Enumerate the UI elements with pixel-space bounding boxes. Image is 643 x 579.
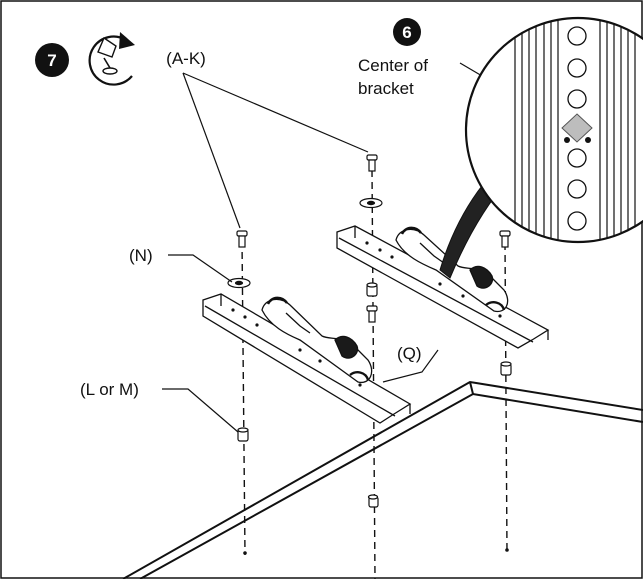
step-6-badge: 6: [393, 18, 421, 46]
spacers: [237, 282, 512, 508]
step-6-number: 6: [402, 23, 411, 42]
washers: [227, 197, 383, 289]
tv-back-panel: [122, 380, 643, 579]
center-label-line1: Center of: [358, 56, 428, 75]
left-bracket: [202, 293, 412, 424]
magnifier-detail: [464, 16, 643, 244]
step-7-number: 7: [47, 51, 56, 70]
washer-label: (N): [129, 246, 153, 265]
spacer-label: (L or M): [80, 380, 139, 399]
step-7-badge: 7: [35, 43, 69, 77]
center-label-line2: bracket: [358, 79, 414, 98]
screwdriver-rotate-icon: [88, 32, 135, 86]
screws-label: (A-K): [166, 49, 206, 68]
bracket-label: (Q): [397, 344, 422, 363]
screws: [236, 154, 511, 323]
line-end-dots: [243, 548, 509, 555]
